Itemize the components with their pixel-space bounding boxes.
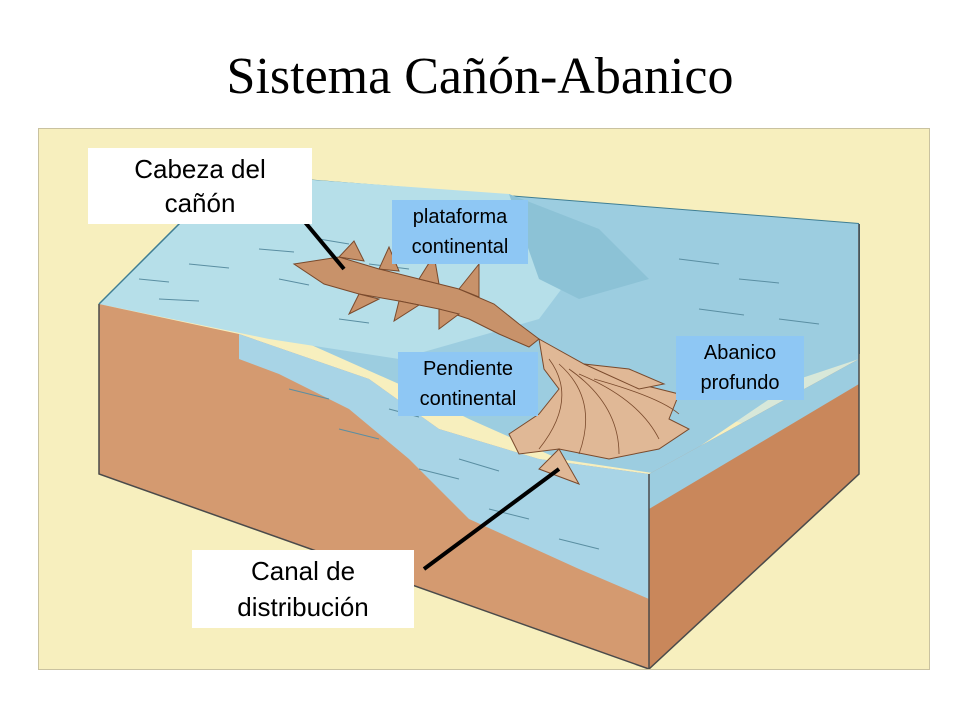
fan-channel-lines [538,358,680,455]
submarine-canyon [292,240,540,348]
deep-sea-fan [508,338,690,485]
distribution-channel-label: Canal de distribución [192,550,414,628]
continental-shelf-label: plataforma continental [392,200,528,264]
page-title: Sistema Cañón-Abanico [226,48,734,105]
canyon-head-label: Cabeza del cañón [88,148,312,224]
shelf-break-ridge [509,194,649,299]
channel-pointer [422,467,561,571]
continental-slope-label: Pendiente continental [398,352,538,416]
slope-water [239,334,649,599]
deep-fan-label: Abanico profundo [676,336,804,400]
sediment-right-face [649,359,859,669]
sediment-left-face [99,304,649,669]
right-water-band [649,359,859,509]
